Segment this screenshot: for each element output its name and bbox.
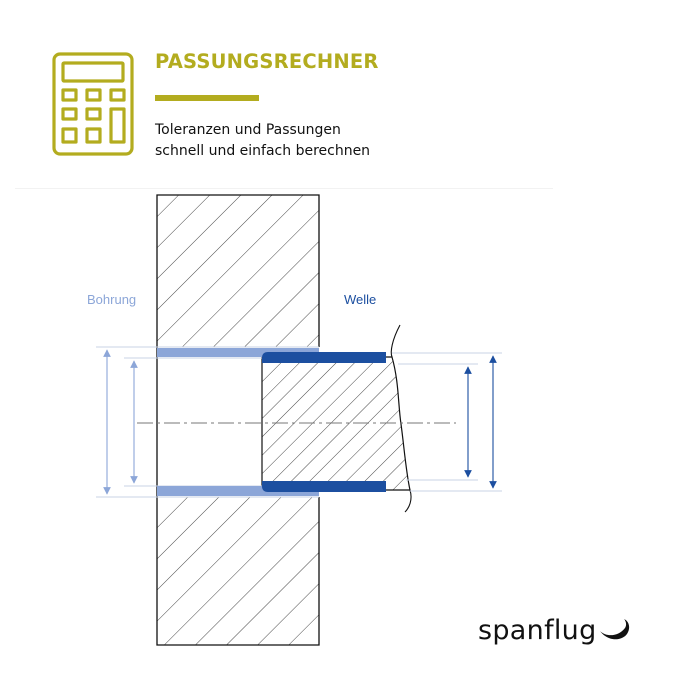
calculator-icon [52,52,134,156]
shaft-tolerance-band-upper [262,352,386,363]
brand-name: spanflug [478,615,597,646]
housing-lower [156,497,320,646]
housing-upper [156,194,320,347]
subtitle-line-1: Toleranzen und Passungen [155,122,341,138]
bore-tolerance-band-upper [157,348,319,357]
bore-tolerance-band-lower [157,486,319,496]
shaft-label: Welle [344,292,377,307]
swoosh-mark-icon [599,619,629,640]
bore-label: Bohrung [87,292,137,307]
guide-lines [96,346,502,498]
shaft-tolerance-band-lower [262,481,386,492]
subtitle-line-2: schnell und einfach berechnen [155,143,371,159]
brand-logo: spanflug [478,616,632,646]
title-underline [155,95,259,101]
shaft [261,324,412,513]
page-title: PASSUNGSRECHNER [155,50,379,73]
header-divider [15,188,553,189]
